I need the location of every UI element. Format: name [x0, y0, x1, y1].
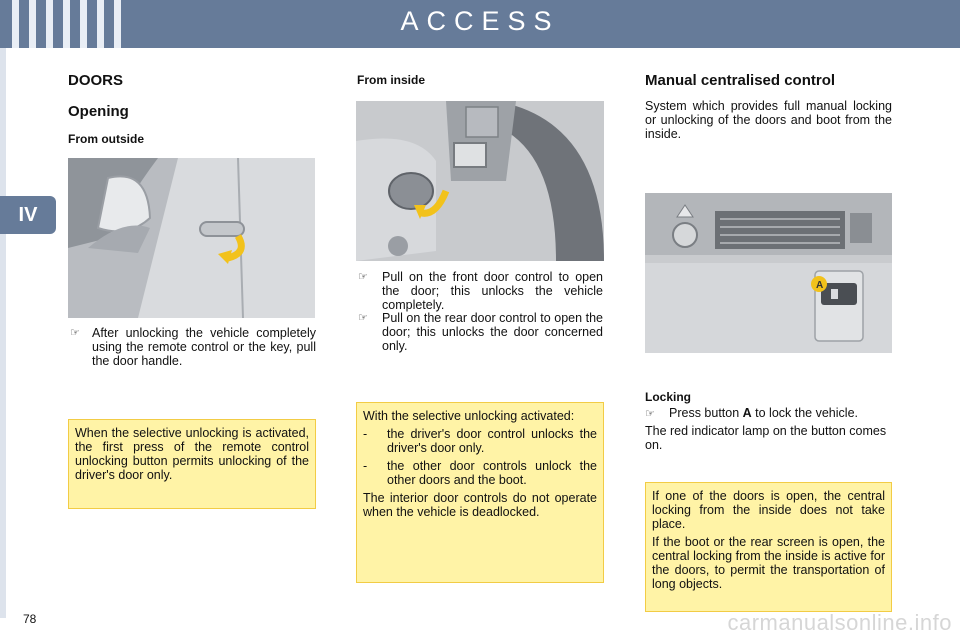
- heading-manual-central: Manual centralised control: [645, 72, 836, 89]
- chapter-tab: IV: [0, 196, 56, 234]
- note-central-2: If the boot or the rear screen is open, …: [652, 535, 885, 591]
- button-a-label: A: [816, 280, 823, 291]
- locking-prefix: Press button: [669, 406, 743, 420]
- pointing-hand-icon: ☞: [645, 408, 655, 420]
- watermark: carmanualsonline.info: [727, 610, 952, 635]
- note-interior-controls: With the selective unlocking activated: …: [356, 402, 604, 583]
- heading-from-outside: From outside: [68, 132, 145, 146]
- note-central-locking: If one of the doors is open, the central…: [645, 482, 892, 612]
- bullet-front-door-text: Pull on the front door control to open t…: [382, 270, 603, 312]
- note-outro: The interior door controls do not operat…: [363, 491, 597, 519]
- locking-suffix: to lock the vehicle.: [751, 406, 858, 420]
- page-number: 78: [23, 612, 37, 626]
- note-item: - the driver's door control unlocks the …: [363, 427, 597, 455]
- header-bar: ACCESS: [0, 0, 960, 48]
- note-item-text: the driver's door control unlocks the dr…: [387, 427, 597, 455]
- pointing-hand-icon: ☞: [358, 271, 368, 283]
- note-item-text: the other door controls unlock the other…: [387, 459, 597, 487]
- bullet-outside: ☞ After unlocking the vehicle completely…: [70, 326, 316, 368]
- bullet-rear-door-text: Pull on the rear door control to open th…: [382, 311, 603, 353]
- bullet-outside-text: After unlocking the vehicle completely u…: [92, 326, 316, 368]
- image-exterior-door-handle: [68, 158, 315, 318]
- heading-from-inside: From inside: [357, 73, 426, 87]
- image-central-locking-button: A: [645, 193, 892, 353]
- note-selective-unlocking-text: When the selective unlocking is activate…: [75, 426, 309, 482]
- note-central-1: If one of the doors is open, the central…: [652, 489, 885, 531]
- heading-locking: Locking: [645, 390, 692, 404]
- manual-central-intro: System which provides full manual lockin…: [645, 99, 892, 141]
- bullet-rear-door: ☞ Pull on the rear door control to open …: [358, 311, 603, 353]
- note-selective-unlocking: When the selective unlocking is activate…: [68, 419, 316, 509]
- pointing-hand-icon: ☞: [358, 312, 368, 324]
- locking-instruction: ☞ Press button A to lock the vehicle.: [645, 406, 858, 421]
- pointing-hand-icon: ☞: [70, 327, 80, 339]
- locking-button-ref: A: [742, 406, 752, 420]
- image-interior-door-control: [356, 101, 604, 261]
- heading-doors: DOORS: [68, 72, 124, 89]
- heading-opening: Opening: [68, 103, 129, 120]
- note-intro: With the selective unlocking activated:: [363, 409, 575, 423]
- header-stripes: [12, 0, 121, 48]
- side-rule: [0, 48, 6, 618]
- red-lamp-text: The red indicator lamp on the button com…: [645, 424, 887, 452]
- page-title: ACCESS: [400, 6, 560, 36]
- bullet-front-door: ☞ Pull on the front door control to open…: [358, 270, 603, 312]
- note-item: - the other door controls unlock the oth…: [363, 459, 597, 487]
